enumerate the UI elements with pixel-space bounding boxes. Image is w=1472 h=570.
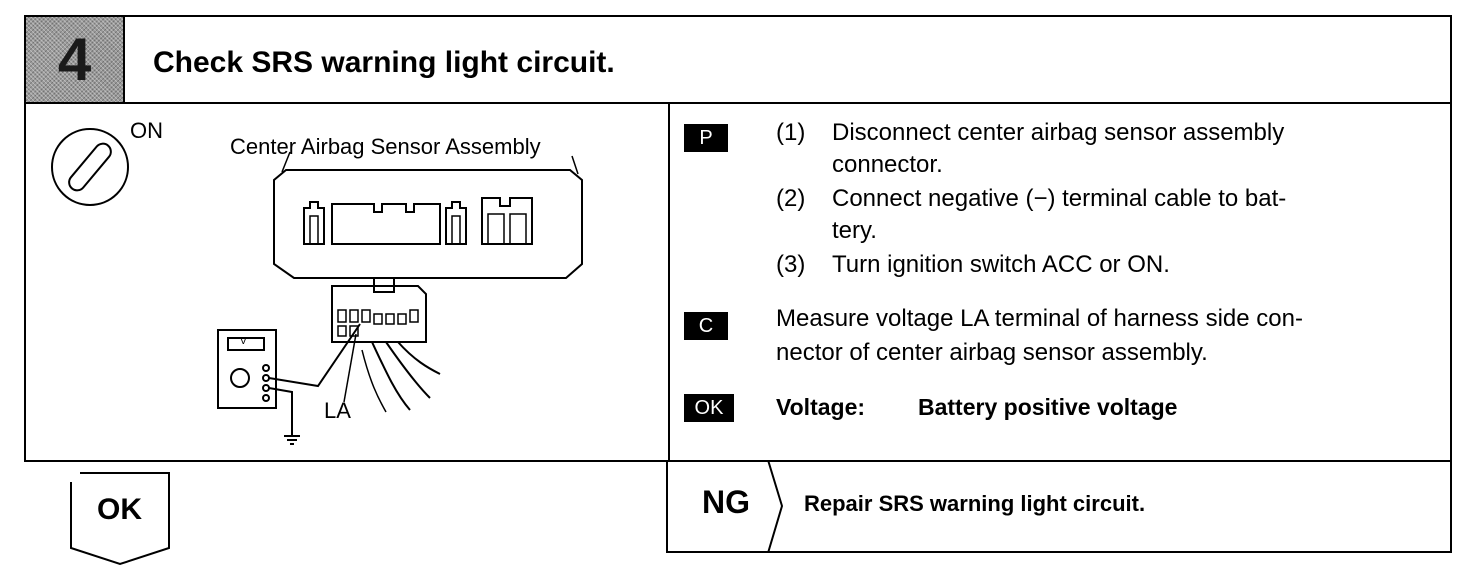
prep-badge: P: [684, 124, 728, 152]
ok-badge: OK: [684, 394, 734, 422]
step-number: 4: [57, 26, 92, 93]
negative-test-lead: [268, 387, 293, 436]
ignition-switch-icon: [51, 128, 129, 206]
ng-result-box: NG Repair SRS warning light circuit.: [666, 460, 1452, 553]
step-number-box: 4: [26, 17, 125, 102]
ok-spec-value: Battery positive voltage: [918, 394, 1178, 420]
prep-step-1-num: (1): [776, 119, 806, 146]
ng-chevron-icon: [767, 460, 784, 553]
connector-illustration: [51, 128, 583, 445]
ok-result-label: OK: [97, 493, 142, 526]
sensor-connector-outline: [273, 169, 583, 279]
wiring-diagram: ON Center Airbag Sensor Assembly V LA: [26, 102, 668, 460]
assembly-label: Center Airbag Sensor Assembly: [230, 134, 541, 159]
step-header: 4 Check SRS warning light circuit.: [24, 15, 1452, 104]
prep-step-1-line-2: connector.: [832, 151, 943, 178]
ng-action-text: Repair SRS warning light circuit.: [804, 491, 1146, 516]
positive-test-lead: [268, 323, 361, 388]
check-badge: C: [684, 312, 728, 340]
terminal-label: LA: [324, 398, 351, 423]
prep-step-2-line-1: Connect negative (−) terminal cable to b…: [832, 185, 1287, 212]
ok-spec-label: Voltage:: [776, 394, 866, 420]
switch-position-label: ON: [130, 118, 163, 143]
prep-step-3-line-1: Turn ignition switch ACC or ON.: [832, 251, 1170, 278]
prep-step-1-line-1: Disconnect center airbag sensor assembly: [832, 119, 1285, 146]
connector-cavities: [303, 197, 533, 245]
procedure-panel: P (1) Disconnect center airbag sensor as…: [670, 102, 1452, 460]
check-line-2: nector of center airbag sensor assembly.: [776, 339, 1208, 366]
ok-arrow-icon: [70, 472, 170, 566]
ng-result-label: NG: [702, 484, 750, 520]
meter-label: V: [240, 336, 247, 347]
prep-step-3-num: (3): [776, 251, 806, 278]
check-line-1: Measure voltage LA terminal of harness s…: [776, 305, 1303, 332]
step-title: Check SRS warning light circuit.: [153, 46, 615, 79]
voltmeter-body: [217, 329, 277, 409]
step-body: ON Center Airbag Sensor Assembly V LA P …: [24, 102, 1452, 462]
prep-step-2-num: (2): [776, 185, 806, 212]
column-divider: [668, 102, 670, 460]
ignition-key-slot: [68, 142, 112, 192]
harness-connector: [331, 285, 427, 343]
prep-step-2-line-2: tery.: [832, 217, 877, 244]
ground-symbol: [284, 435, 300, 445]
